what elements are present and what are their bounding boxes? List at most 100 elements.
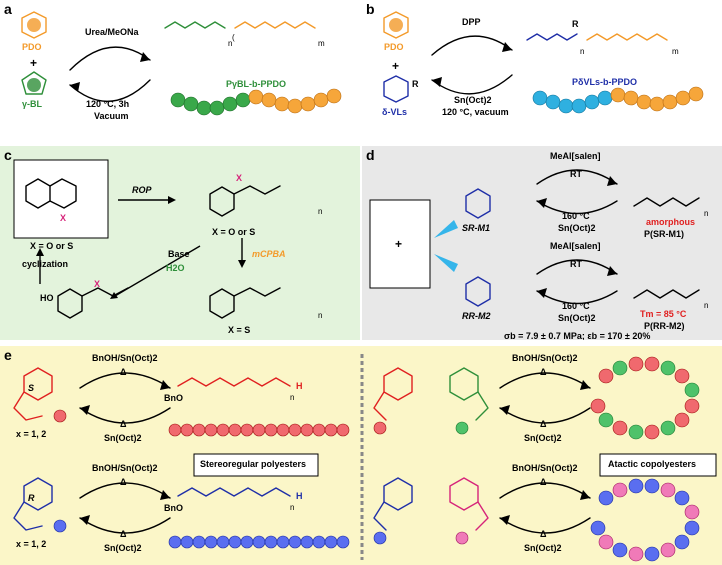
stereoregular-label: Stereoregular polyesters — [200, 459, 307, 469]
polymer-n-top: n — [704, 209, 709, 218]
pdo-label-b: PDO — [384, 42, 404, 52]
panel-a: ( a PDO + γ-BL Urea/MeONa 120 °C, 3h Vac… — [0, 0, 360, 140]
panel-a-graphics: ( — [21, 11, 342, 116]
dvl-molecule — [383, 75, 409, 103]
plus-sign-d: + — [395, 237, 403, 251]
right-bottom-reverse: Sn(Oct)2 — [524, 543, 562, 553]
reverse-vacuum: Vacuum — [94, 111, 129, 121]
reverse-cat-top: Sn(Oct)2 — [558, 223, 596, 233]
left-bottom-catalyst: BnOH/Sn(Oct)2 — [92, 463, 158, 473]
stereo-box — [193, 453, 319, 477]
panel-d: d + SR-M1 RR-M2 MeAl[salen] RT 160 °C Sn… — [362, 146, 722, 340]
monomer-m2: RR-M2 — [462, 311, 491, 321]
stereo-s-label: S — [28, 383, 35, 393]
left-top-catalyst: BnOH/Sn(Oct)2 — [92, 353, 158, 363]
subscript-n: n — [228, 39, 233, 48]
plus-sign-b: + — [392, 59, 400, 73]
dvl-label: δ-VLs — [382, 107, 407, 117]
panel-d-graphics — [369, 169, 700, 307]
pdo-molecule-b — [383, 11, 409, 39]
polymer-m2-name: P(RR-M2) — [644, 321, 685, 331]
right-top-reverse: Sn(Oct)2 — [524, 433, 562, 443]
amorphous-label: amorphous — [646, 217, 696, 227]
polymer-r-group: R — [572, 19, 579, 29]
orange-beads-b — [610, 86, 704, 112]
panel-e-graphics — [13, 354, 717, 562]
panel-label-c: c — [4, 147, 12, 163]
polymer-m1-name: P(SR-M1) — [644, 229, 684, 239]
red-green-loop — [590, 356, 700, 440]
right-bottom-catalyst: BnOH/Sn(Oct)2 — [512, 463, 578, 473]
forward-conditions: Urea/MeONa — [85, 27, 139, 37]
rt-top: RT — [570, 169, 582, 179]
reverse-catalyst-b: Sn(Oct)2 — [454, 95, 492, 105]
orange-beads — [248, 88, 342, 114]
atactic-box — [599, 453, 717, 477]
forward-arrow — [69, 46, 151, 71]
left-top-rev-delta: Δ — [120, 419, 127, 429]
left-bottom-x: x = 1, 2 — [16, 539, 47, 549]
plus-sign: + — [30, 56, 38, 70]
monomer-m1: SR-M1 — [462, 223, 491, 233]
panel-label-e: e — [4, 347, 12, 363]
acid-x-label: X — [94, 279, 101, 289]
base-label: Base — [168, 249, 190, 259]
polymer-name: PγBL-b-PPDO — [226, 79, 287, 89]
left-bottom-n: n — [290, 503, 295, 512]
blue-pink-loop — [590, 478, 700, 562]
reverse-conditions-b: 120 °C, vacuum — [442, 107, 509, 117]
mechanical-props: σb = 7.9 ± 0.7 MPa; εb = 170 ± 20% — [504, 331, 651, 341]
reverse-temp-top: 160 °C — [562, 211, 590, 221]
melting-point: Tm = 85 °C — [640, 309, 687, 319]
gbl-label: γ-BL — [22, 99, 42, 109]
water-label: H2O — [166, 263, 185, 273]
monomer-box — [13, 159, 109, 239]
catalyst-top: MeAl[salen] — [550, 151, 601, 161]
left-bottom-reverse: Sn(Oct)2 — [104, 543, 142, 553]
mcpba-label: mCPBA — [252, 249, 286, 259]
right-bottom-delta: Δ — [540, 477, 547, 487]
atactic-label: Atactic copolyesters — [608, 459, 697, 469]
pdo-label: PDO — [22, 42, 42, 52]
gbl-molecule — [21, 71, 47, 95]
subscript-m-b: m — [672, 47, 679, 56]
monomer-source-box — [369, 199, 431, 289]
forward-conditions-b: DPP — [462, 17, 481, 27]
left-bottom-h: H — [296, 491, 303, 501]
panel-label-d: d — [366, 147, 375, 163]
reverse-cat-bottom: Sn(Oct)2 — [558, 313, 596, 323]
left-bottom-rev-delta: Δ — [120, 529, 127, 539]
green-beads — [170, 92, 251, 116]
right-top-delta: Δ — [540, 367, 547, 377]
polymer-n: n — [318, 207, 323, 216]
left-bottom-delta: Δ — [120, 477, 127, 487]
right-bottom-rev-delta: Δ — [540, 529, 547, 539]
panel-c: c X X = O or S ROP X n X = O or S Base H… — [0, 146, 360, 340]
rop-label: ROP — [132, 185, 152, 195]
right-top-catalyst: BnOH/Sn(Oct)2 — [512, 353, 578, 363]
polymer-x-label: X — [236, 173, 243, 183]
subscript-m: m — [318, 39, 325, 48]
panel-b-graphics — [383, 11, 704, 114]
red-bead-chain — [168, 423, 350, 437]
left-top-h: H — [296, 381, 303, 391]
dvl-r-group: R — [412, 79, 419, 89]
blue-bead-chain — [168, 535, 350, 549]
stereo-r-label: R — [28, 493, 35, 503]
left-top-x: x = 1, 2 — [16, 429, 47, 439]
polymer-x-eq: X = O or S — [212, 227, 256, 237]
pdo-molecule — [21, 11, 47, 39]
left-top-bno: BnO — [164, 393, 183, 403]
sulfone-x-eq: X = S — [228, 325, 251, 335]
left-bottom-bno: BnO — [164, 503, 183, 513]
reverse-temperature: 120 °C, 3h — [86, 99, 130, 109]
monomer-x-eq: X = O or S — [30, 241, 74, 251]
svg-text:(: ( — [232, 33, 235, 42]
blue-beads — [532, 90, 613, 114]
polymer-name-b: PδVLs-b-PPDO — [572, 77, 637, 87]
catalyst-bottom: MeAl[salen] — [550, 241, 601, 251]
panel-c-graphics — [13, 159, 281, 319]
right-top-rev-delta: Δ — [540, 419, 547, 429]
left-top-n: n — [290, 393, 295, 402]
left-top-reverse: Sn(Oct)2 — [104, 433, 142, 443]
